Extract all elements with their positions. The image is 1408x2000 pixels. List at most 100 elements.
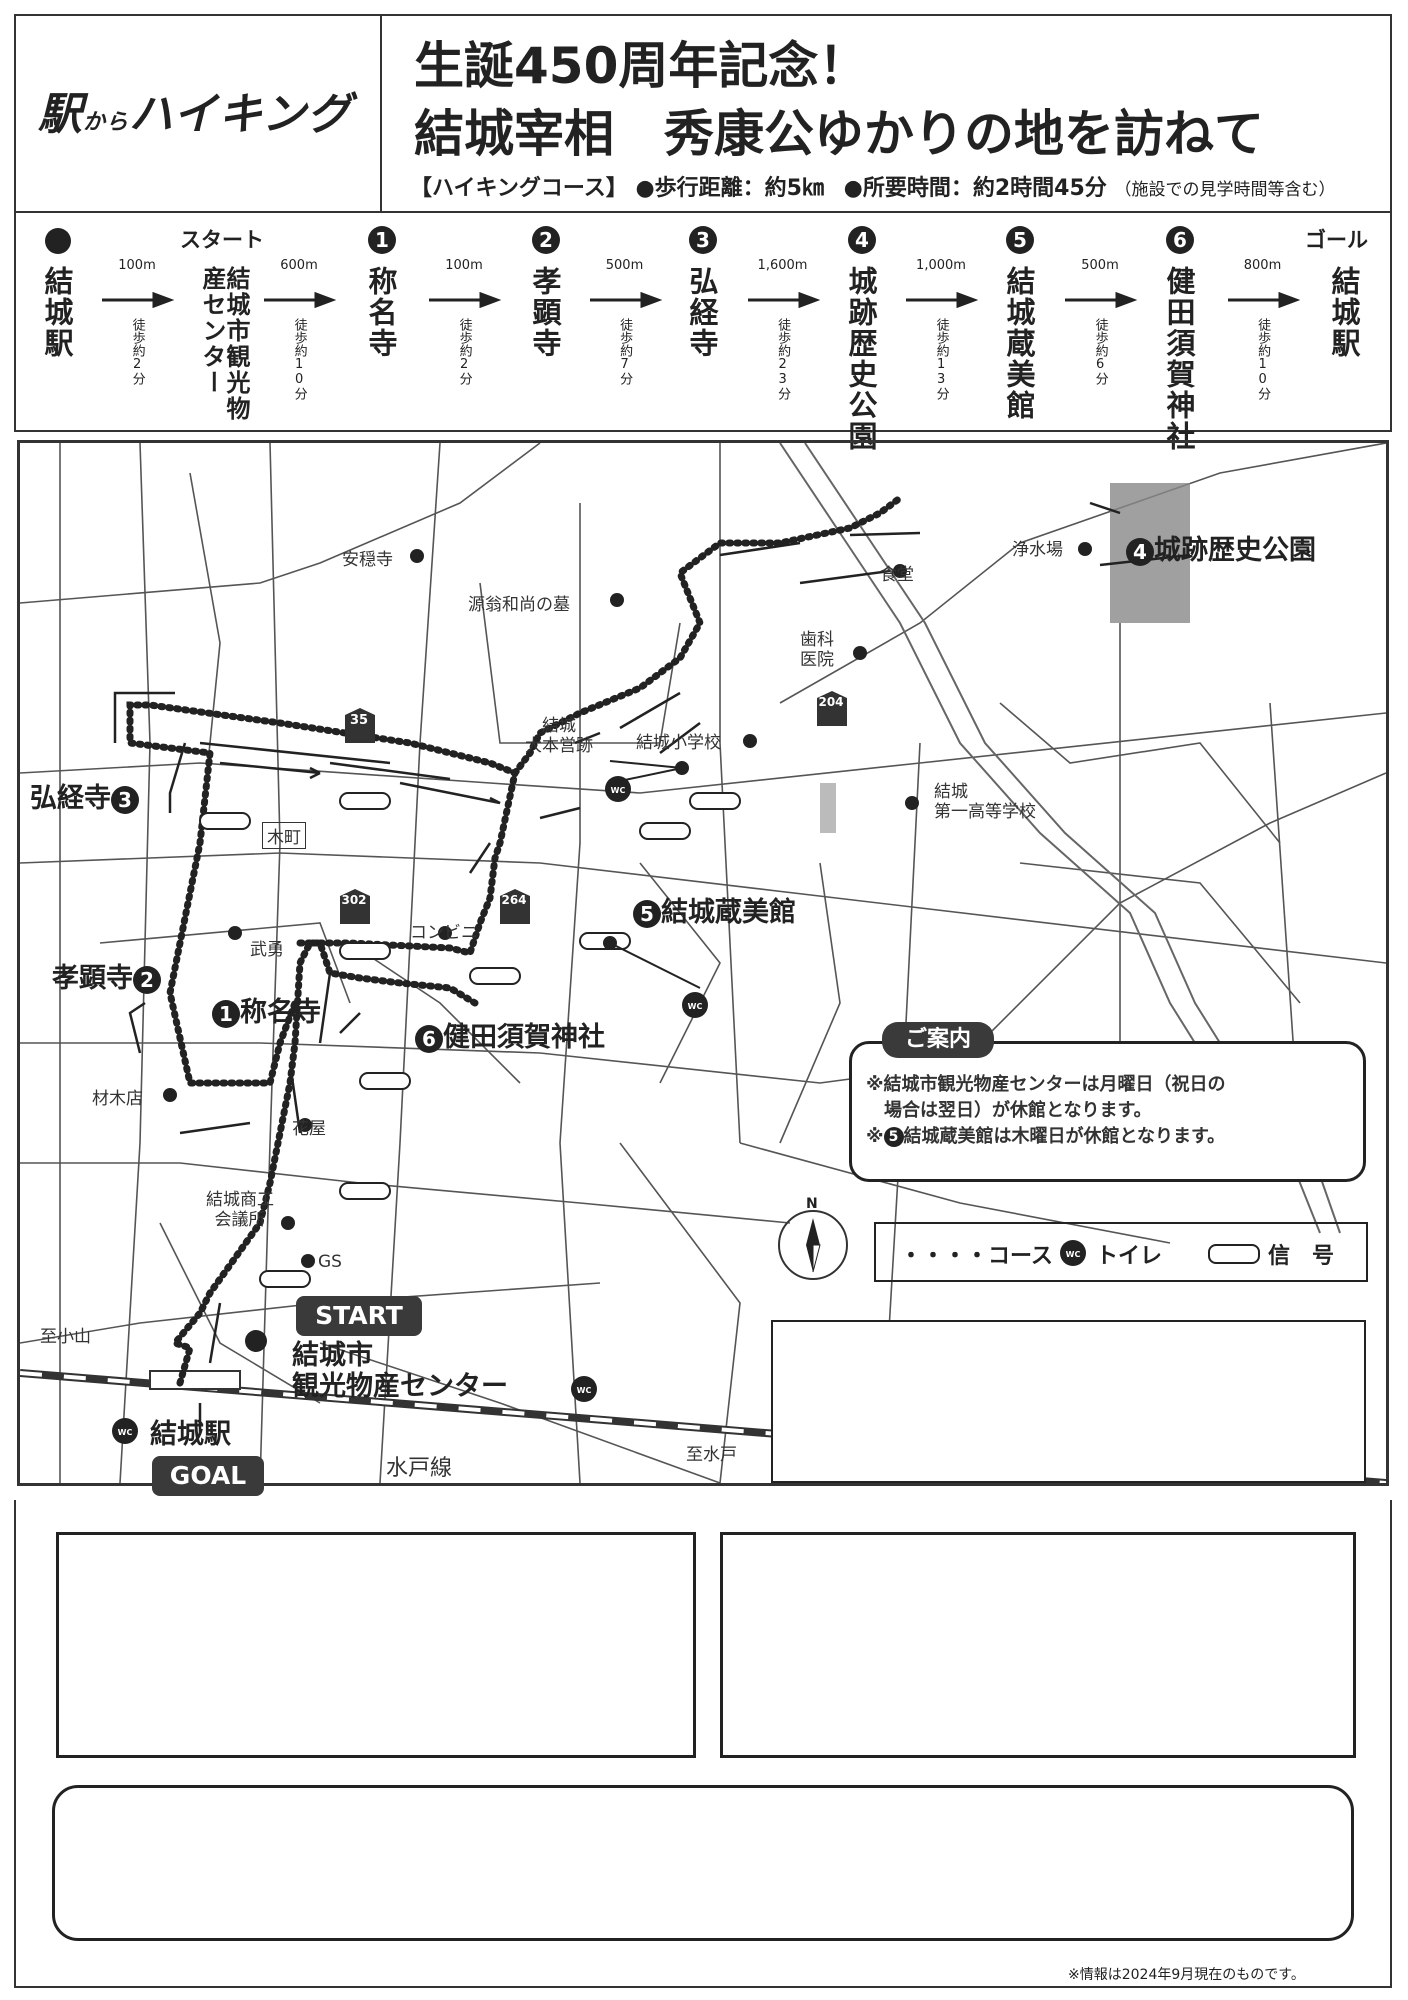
route-leg-walk-time: 徒歩約2分 [456,318,472,385]
arrow-route [128,1001,146,1054]
road [739,1142,1171,1244]
notice-line3-text: 結城蔵美館は木曜日が休館となります。 [903,1126,1226,1148]
poi-dot [610,593,624,607]
route-stop-number: 6 [1166,226,1194,254]
empty-box-bottom [52,1785,1354,1941]
route-stop-name: 孝顕寺 [528,266,562,359]
route-leg-walk-time: 徒歩約7分 [617,318,633,385]
stop-number-4: 4 [1126,537,1154,566]
poi-leaders [609,760,701,989]
arrow-route [309,766,321,780]
route-leg-walk-time: 徒歩約6分 [1092,318,1108,385]
logo-part3: ハイキング [129,89,352,140]
stop-number-3: 3 [111,785,139,814]
route-leg-distance: 1,600m [757,258,808,273]
route-leg-walk-time: 徒歩約10分 [291,318,307,400]
logo-part1: 駅 [38,89,83,140]
route-204-label: 204 [818,695,844,709]
grey-block [820,783,836,833]
route-stop-name: 弘経寺 [685,266,719,359]
course-distance: ●歩行距離：約5㎞ [635,176,824,201]
title-line1: 生誕450周年記念！ [414,37,869,95]
center-label-line1: 結城市 [292,1340,373,1371]
center-label-line2: 観光物産センター [292,1371,508,1403]
signal [469,967,521,985]
road [639,862,721,1084]
road [479,582,681,744]
arrow-route [1089,501,1121,515]
road [20,712,1386,794]
stop-name-4: 城跡歴史公園 [1154,535,1316,566]
route-arrow-icon [102,292,174,308]
arrow-route [329,761,451,781]
arrow-route [288,1062,302,1134]
center-label: 結城市 観光物産センター [292,1340,508,1402]
hiking-course [126,494,904,1387]
poi-dot [228,926,242,940]
poi-genou: 源翁和尚の墓 [468,595,570,615]
poi-dot [853,646,867,660]
arrow-route [208,1302,222,1364]
map-frame [17,440,1389,1486]
stop-name-3: 弘経寺 [30,783,111,814]
route-leg-distance: 100m [118,258,156,273]
route-stop-number: 3 [689,226,717,254]
route-arrow-icon [1065,292,1137,308]
road-shields [340,691,847,924]
route-leg-distance: 500m [1081,258,1119,273]
poi-dot [301,1254,315,1268]
arrow-route [619,691,681,730]
poi-gs: GS [318,1252,342,1272]
logo-box [14,14,382,211]
rail-dash [20,1371,1386,1483]
arrow-route [199,741,391,765]
road [559,503,581,1483]
shield-302 [340,889,370,924]
poi-dot [743,734,757,748]
poi-dot [281,1216,295,1230]
poi-anonji: 安穏寺 [342,550,393,570]
station-label: 結城駅 [150,1419,231,1450]
goal-label: ゴール [1305,228,1368,252]
poi-dot [905,796,919,810]
poi-kimachi: 木町 [262,822,306,849]
poi-dot [163,1088,177,1102]
map-empty-box [771,1320,1366,1483]
poi-josuijo: 浄水場 [1012,540,1063,560]
route-stop-number: 5 [1006,226,1034,254]
wc-icon: WC [112,1418,138,1444]
arrow-route [574,731,601,745]
road [779,443,1386,704]
route-stop-number: 2 [532,226,560,254]
road [119,443,151,1483]
stop-name-5: 結城蔵美館 [661,897,796,928]
shield-204 [817,691,847,726]
legend-dots-icon: ・・・・ [900,1244,989,1269]
road [159,1222,321,1404]
route-leg-distance: 1,000m [916,258,966,273]
route-stop-name: 結城駅 [40,266,74,359]
route-leg-distance: 500m [605,258,644,273]
signal [259,1270,311,1288]
road [959,772,1386,1064]
poi-shokudo: 食堂 [880,565,914,585]
poi-dot [893,564,907,578]
stop-number-1: 1 [212,999,240,1028]
lower-frame [14,1500,1392,1988]
poi-hanaya: 花屋 [292,1119,326,1139]
arrow-route [468,842,492,874]
poi-oyama: 至小山 [40,1327,91,1347]
footer-note: ※情報は2024年9月現在のものです。 [1068,1967,1305,1983]
arrow-route [799,569,891,585]
notice-line1: ※結城市観光物産センターは月曜日（祝日の [866,1074,1226,1095]
route-35-label: 35 [349,713,369,728]
arrow-route [113,691,175,743]
route-leg-walk-time: 徒歩約10分 [1255,318,1271,400]
route-arrow-icon [906,292,978,308]
legend-signal-label: 信 号 [1268,1244,1335,1269]
